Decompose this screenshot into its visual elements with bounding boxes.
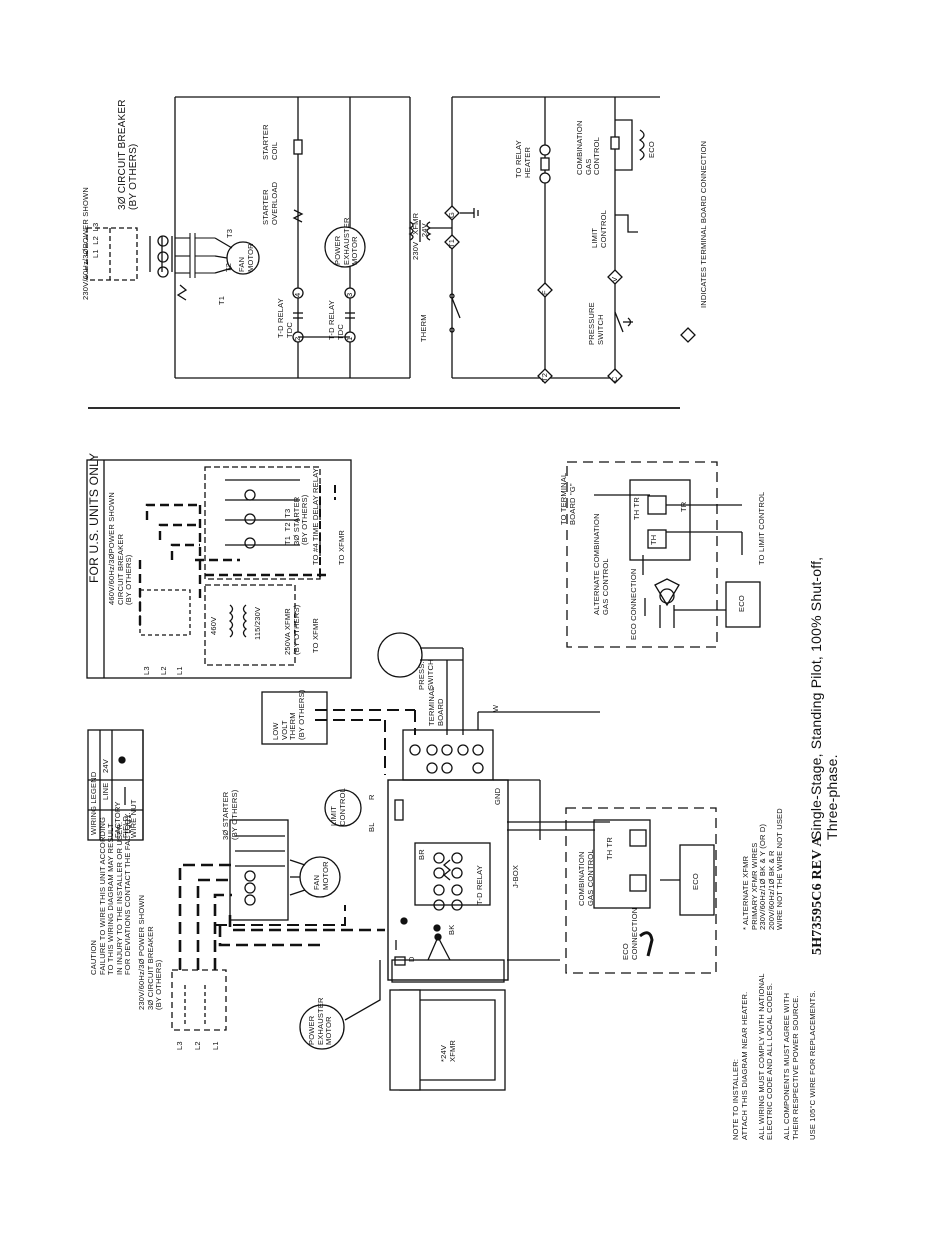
- us-units-xfmr: 250VA XFMR (BY OTHERS): [283, 604, 301, 655]
- pictorial-low-volt-therm: LOW VOLT THERM (BY OTHERS): [271, 689, 306, 740]
- us-units-l1: L1: [175, 666, 184, 675]
- alternate-th-tr: TH TR: [632, 497, 641, 520]
- us-units-l3: L3: [142, 666, 151, 675]
- ladder-node-t2: T2: [540, 372, 549, 382]
- pictorial-eco: ECO: [691, 873, 700, 890]
- alternate-to-terminal-board: TO TERMINAL BOARD "G": [559, 472, 577, 525]
- legend-col-24v: 24V: [101, 759, 110, 773]
- pictorial-eco-connection: ECO CONNECTION: [621, 907, 639, 960]
- pictorial-caution: CAUTION FAILURE TO WIRE THIS UNIT ACCORD…: [89, 812, 132, 975]
- pictorial-l2: L2: [193, 1041, 202, 1050]
- ladder-combination-gas-control: COMBINATION GAS CONTROL: [575, 120, 601, 175]
- ladder-xfmr-label: 230V XFMR 24V: [411, 212, 429, 260]
- ladder-t3: T3: [225, 228, 234, 238]
- alternate-title: ALTERNATE COMBINATION GAS CONTROL: [592, 513, 610, 615]
- alternate-th: TH: [649, 534, 658, 545]
- pictorial-limit-control: LIMIT CONTROL: [329, 787, 347, 826]
- ladder-supply-label: 230V/60Hz/3ØPOWER SHOWN: [81, 187, 90, 300]
- pictorial-fan-motor: FAN MOTOR: [312, 861, 330, 890]
- ladder-pressure-switch: PRESSURE SWITCH: [587, 302, 605, 345]
- ladder-td-relay-2: T-D RELAY TDC: [327, 299, 345, 340]
- alternate-tr: TR: [679, 501, 688, 512]
- part-number: 5H73595C6 REV A: [810, 836, 825, 955]
- us-units-to-td-relay: TO #4 TIME DELAY RELAY: [311, 467, 320, 565]
- ladder-breaker-label: 3Ø CIRCUIT BREAKER (BY OTHERS): [117, 99, 139, 210]
- ladder-node-c: C: [610, 376, 619, 382]
- ladder-node-1: 1: [345, 336, 354, 341]
- ladder-node-v: V: [610, 276, 619, 282]
- us-units-to-xfmr-1: TO XFMR: [311, 617, 320, 653]
- pictorial-starter: 3Ø STARTER (BY OTHERS): [221, 789, 239, 840]
- ladder-therm-label: THERM: [419, 314, 428, 342]
- pictorial-press-switch: PRESS. SWITCH: [417, 659, 435, 690]
- ladder-power-exhauster-motor: POWER EXHAUSTER MOTOR: [333, 217, 359, 265]
- pictorial-l1: L1: [211, 1041, 220, 1050]
- pictorial-wire-d: D: [407, 956, 416, 962]
- ladder-t2: T2: [224, 262, 233, 272]
- alternate-eco-connection: ECO CONNECTION: [629, 568, 638, 640]
- pictorial-wire-bl: BL: [367, 822, 376, 832]
- us-units-box: [86, 459, 352, 679]
- us-units-l2: L2: [159, 666, 168, 675]
- pictorial-wire-br: BR: [417, 849, 426, 860]
- pictorial-l3: L3: [175, 1041, 184, 1050]
- ladder-t1: T1: [217, 295, 226, 305]
- ladder-fan-motor: FAN MOTOR: [237, 243, 255, 272]
- pictorial-wire-w: W: [491, 704, 500, 712]
- us-units-starter: T1 T2 T3 3Ø STARTER (BY OTHERS): [283, 494, 309, 545]
- ladder-lines-label: L1 L2 L3: [91, 222, 100, 258]
- us-units-115v: 115/230V: [253, 606, 262, 640]
- ladder-node-4: 4: [293, 292, 302, 297]
- ladder-to-relay-heater: TO RELAY HEATER: [514, 139, 532, 178]
- pictorial-j-box: J-BOX: [511, 864, 520, 888]
- alternate-eco: ECO: [737, 595, 746, 612]
- pictorial-supply: 230V/60Hz/3Ø POWER SHOWN 3Ø CIRCUIT BREA…: [137, 894, 163, 1010]
- legend-col-line: LINE: [101, 782, 110, 800]
- installer-notes: NOTE TO INSTALLER: ATTACH THIS DIAGRAM N…: [731, 973, 817, 1140]
- ladder-td-relay-1: T-D RELAY TDC: [276, 297, 294, 338]
- ladder-starter-overload: STARTER OVERLOAD: [261, 181, 279, 225]
- ladder-terminal-note: INDICATES TERMINAL BOARD CONNECTION: [699, 140, 708, 308]
- us-units-supply: 460V/60Hz/3ØPOWER SHOWN CIRCUIT BREAKER …: [107, 492, 133, 605]
- ladder-node-t1: T1: [447, 238, 456, 248]
- pictorial-diagram: [87, 632, 717, 1091]
- ladder-node-3: 3: [345, 292, 354, 297]
- pictorial-terminal-board: TERMINAL BOARD: [427, 686, 445, 726]
- pictorial-gnd: GND: [493, 787, 502, 805]
- alternate-xfmr-note: * ALTERNATE XFMR PRIMARY XFMR WIRES 230V…: [741, 808, 784, 930]
- ladder-limit-control: LIMIT CONTROL: [590, 209, 608, 248]
- us-units-to-xfmr-2: TO XFMR: [337, 529, 346, 565]
- ladder-starter-coil: STARTER COIL: [261, 124, 279, 160]
- pictorial-th-tr: TH TR: [605, 837, 614, 860]
- alternate-gas-control-box: [566, 461, 761, 648]
- ladder-eco-label: ECO: [647, 141, 656, 158]
- pictorial-xfmr: *24V XFMR: [439, 1039, 457, 1062]
- ladder-node-2: 2: [293, 336, 302, 341]
- pictorial-wire-r: R: [367, 794, 376, 800]
- pictorial-power-exhauster-motor: POWER EXHAUSTER MOTOR: [307, 997, 333, 1045]
- alternate-to-limit-control: TO LIMIT CONTROL: [757, 491, 766, 565]
- ladder-schematic: [86, 96, 696, 384]
- ladder-node-f: F: [540, 290, 549, 295]
- diagram-caption: Single-Stage, Standing Pilot, 100% Shut-…: [808, 556, 840, 840]
- pictorial-td-relay: T-D RELAY: [475, 864, 484, 905]
- pictorial-combination-gas-control: COMBINATION GAS CONTROL: [577, 849, 595, 906]
- us-units-title: FOR U.S. UNITS ONLY: [87, 452, 101, 583]
- us-units-460v: 460V: [209, 616, 218, 635]
- pictorial-wire-bk: BK: [447, 924, 456, 935]
- ladder-node-g: G: [447, 211, 456, 218]
